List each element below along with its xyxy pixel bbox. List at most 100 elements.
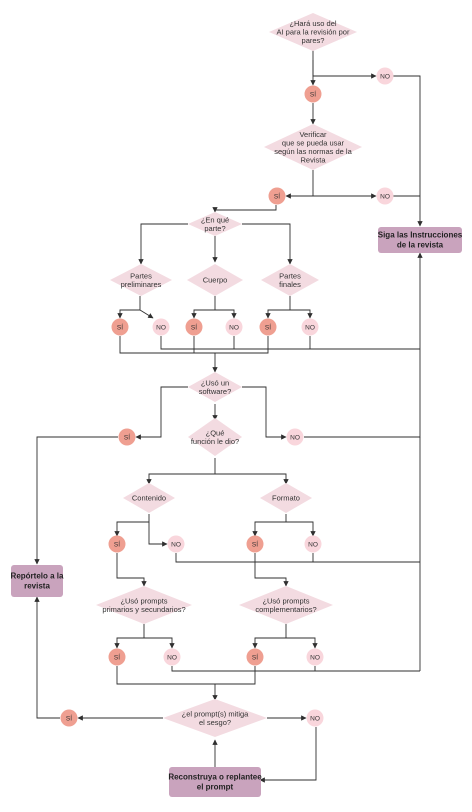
question-function-diamond	[188, 418, 242, 456]
question-software-diamond	[188, 372, 242, 402]
no1-to-instructions	[393, 75, 423, 227]
yes-preliminary	[111, 318, 129, 336]
no-software	[286, 428, 304, 446]
final-parts-diamond	[261, 264, 319, 296]
q3c-split	[265, 296, 291, 319]
no-content-label: NO	[171, 541, 181, 548]
q7a-to-no	[144, 637, 175, 649]
yes-primary	[108, 648, 126, 666]
yes-final-label: SÍ	[265, 322, 271, 331]
no-format	[304, 535, 322, 553]
connectors	[34, 50, 423, 783]
format-text: Formato	[272, 494, 300, 503]
yes-content-label: SÍ	[114, 539, 120, 548]
yes-complementary	[246, 648, 264, 666]
verify-journal-norms-diamond	[264, 124, 362, 170]
q2-to-yes2	[285, 170, 314, 199]
q3b-to-no	[215, 309, 237, 319]
no-2-label: NO	[380, 193, 390, 200]
format-diamond	[260, 483, 312, 513]
yes-format-label: SÍ	[252, 539, 258, 548]
yes-2	[268, 187, 286, 205]
q4-to-no-right	[242, 386, 287, 440]
contenido-to-no	[148, 522, 168, 547]
yes-software-label: SÍ	[124, 432, 130, 441]
yes-final	[259, 318, 277, 336]
no-final	[301, 318, 319, 336]
no-preliminary-label: NO	[156, 324, 166, 331]
question-which-part-diamond	[188, 212, 242, 236]
no-bias-label: NO	[310, 715, 320, 722]
no-contenido-route	[175, 553, 420, 563]
no-q7-merge	[171, 666, 420, 672]
yes-software	[118, 428, 136, 446]
yes-preliminary-label: SÍ	[117, 322, 123, 331]
body-text: Cuerpo	[203, 276, 228, 285]
q4-to-yes-left	[135, 386, 188, 440]
yes-primary-label: SÍ	[114, 652, 120, 661]
yes-bias	[60, 709, 78, 727]
yes-formato-to-q7b	[254, 553, 289, 587]
question-ai-peer-review-diamond	[269, 13, 357, 51]
yes-content	[108, 535, 126, 553]
content-text: Contenido	[132, 494, 166, 503]
yes-q7-merge	[116, 666, 256, 685]
q3-left-branch	[138, 223, 188, 265]
no-2	[376, 187, 394, 205]
no-preliminary	[152, 318, 170, 336]
q5-split	[146, 458, 216, 485]
no-content	[167, 535, 185, 553]
yes-format	[246, 535, 264, 553]
no-bias	[306, 709, 324, 727]
yes-body-label: SÍ	[191, 322, 197, 331]
no-to-rebuild	[259, 727, 317, 783]
q1-to-no1	[312, 60, 377, 79]
no-software-label: NO	[290, 434, 300, 441]
yes-contenido-to-q7a	[116, 553, 147, 587]
preliminary-parts-diamond	[110, 264, 172, 296]
no-1-label: NO	[380, 73, 390, 80]
yes-2-label: SÍ	[274, 191, 280, 200]
question-complementary-prompts-diamond	[239, 586, 333, 624]
report-box	[11, 565, 63, 597]
yes-complementary-label: SÍ	[252, 652, 258, 661]
formato-split	[252, 514, 287, 537]
no-final-label: NO	[305, 324, 315, 331]
q3a-split	[117, 296, 141, 319]
yes-1	[304, 85, 322, 103]
no-primary-label: NO	[167, 654, 177, 661]
q3a-to-no	[139, 309, 154, 319]
q7b-split	[252, 624, 287, 649]
body-diamond	[187, 264, 243, 296]
q3b-split	[191, 296, 216, 319]
no-complementary-label: NO	[310, 654, 320, 661]
no-primary	[163, 648, 181, 666]
rebuild-box	[169, 767, 261, 797]
yes-left-to-report	[34, 436, 118, 565]
no-format-label: NO	[308, 541, 318, 548]
q3-right-branch	[242, 223, 293, 265]
formato-to-no	[286, 521, 316, 537]
content-diamond	[123, 483, 175, 513]
contenido-split	[114, 514, 150, 537]
yes-1-label: SÍ	[310, 89, 316, 98]
q5-right	[215, 473, 289, 485]
no-right-to-instructions	[304, 349, 421, 438]
question-bias-mitigation-diamond	[163, 699, 267, 737]
yes2-to-q3	[212, 205, 277, 213]
